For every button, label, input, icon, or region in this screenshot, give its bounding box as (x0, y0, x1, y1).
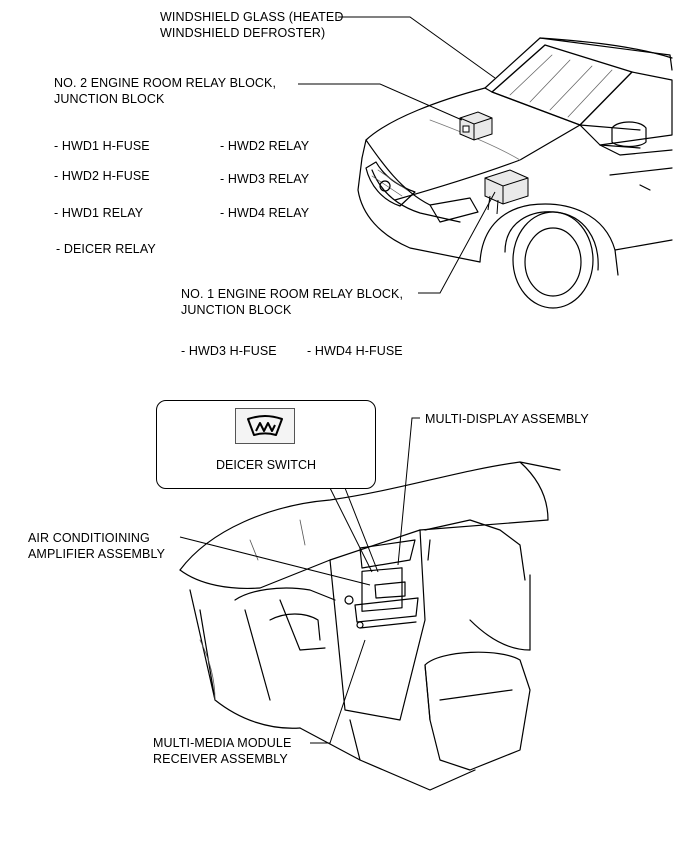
label-multi-media-module: MULTI-MEDIA MODULE RECEIVER ASSEMBLY (153, 736, 292, 766)
console-armrest (424, 651, 531, 771)
no1-item: - HWD3 H-FUSE (181, 344, 277, 358)
deicer-switch-callout: DEICER SWITCH (156, 400, 376, 489)
label-no1-relay-block: NO. 1 ENGINE ROOM RELAY BLOCK, JUNCTION … (181, 287, 404, 317)
no2-item: - HWD2 RELAY (220, 139, 310, 153)
center-stack (329, 529, 426, 721)
label-air-conditioning-amplifier: AIR CONDITIOINING AMPLIFIER ASSEMBLY (28, 531, 166, 561)
no1-relay-block-shape (484, 169, 529, 215)
no2-item: - DEICER RELAY (56, 242, 156, 256)
windshield-deicer-icon (235, 408, 295, 444)
label-multi-display: MULTI-DISPLAY ASSEMBLY (425, 412, 589, 426)
windshield-glass (491, 44, 633, 126)
no2-item: - HWD3 RELAY (220, 172, 310, 186)
no1-item: - HWD4 H-FUSE (307, 344, 403, 358)
no2-item: - HWD1 H-FUSE (54, 139, 150, 153)
no2-item: - HWD4 RELAY (220, 206, 310, 220)
label-no2-relay-block: NO. 2 ENGINE ROOM RELAY BLOCK, JUNCTION … (54, 76, 277, 106)
no2-item: - HWD2 H-FUSE (54, 169, 150, 183)
no2-relay-block-shape (459, 111, 493, 141)
no2-item: - HWD1 RELAY (54, 206, 144, 220)
label-windshield-glass: WINDSHIELD GLASS (HEATED WINDSHIELD DEFR… (160, 10, 344, 40)
label-deicer-switch: DEICER SWITCH (216, 458, 316, 472)
